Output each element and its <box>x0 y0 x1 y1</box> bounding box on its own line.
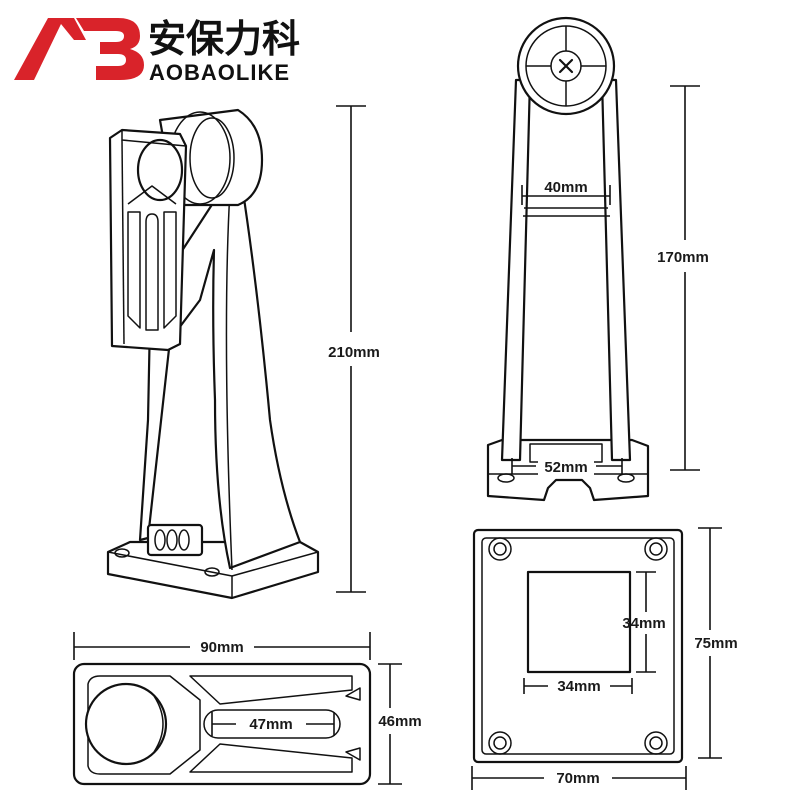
side-height-label: 210mm <box>328 344 380 361</box>
front-top-width-dimension: 40mm <box>521 179 611 205</box>
base-width-dimension: 70mm <box>471 766 687 790</box>
side-height-dimension: 210mm <box>328 105 380 593</box>
front-view-drawing <box>486 16 650 502</box>
front-height-dimension: 170mm <box>657 85 709 471</box>
base-view-drawing <box>472 528 684 764</box>
logo-a-shape <box>14 18 86 80</box>
top-length-label: 90mm <box>200 639 243 656</box>
base-hole-width-dimension: 34mm <box>523 678 633 695</box>
side-view-drawing <box>106 108 320 600</box>
base-height-label: 75mm <box>694 635 737 652</box>
front-base-width-label: 52mm <box>544 459 587 476</box>
top-slot-label: 47mm <box>249 716 292 733</box>
front-base-width-dimension: 52mm <box>511 457 623 476</box>
base-hole-height-label: 34mm <box>622 615 665 632</box>
top-slot-dimension: 47mm <box>211 712 335 736</box>
base-hole-height-dimension: 34mm <box>622 571 666 673</box>
brand-name-en: AOBAOLIKE <box>149 60 290 85</box>
top-width-label: 46mm <box>378 713 421 730</box>
base-hole-width-label: 34mm <box>557 678 600 695</box>
top-width-dimension: 46mm <box>378 663 422 785</box>
front-top-width-label: 40mm <box>544 179 587 196</box>
brand-logo: 安保力科 AOBAOLIKE <box>14 17 300 85</box>
base-height-dimension: 75mm <box>694 527 738 759</box>
front-height-label: 170mm <box>657 249 709 266</box>
base-width-label: 70mm <box>556 770 599 787</box>
top-length-dimension: 90mm <box>73 632 371 660</box>
brand-name-cn: 安保力科 <box>148 17 300 61</box>
logo-b-shape <box>76 18 144 80</box>
